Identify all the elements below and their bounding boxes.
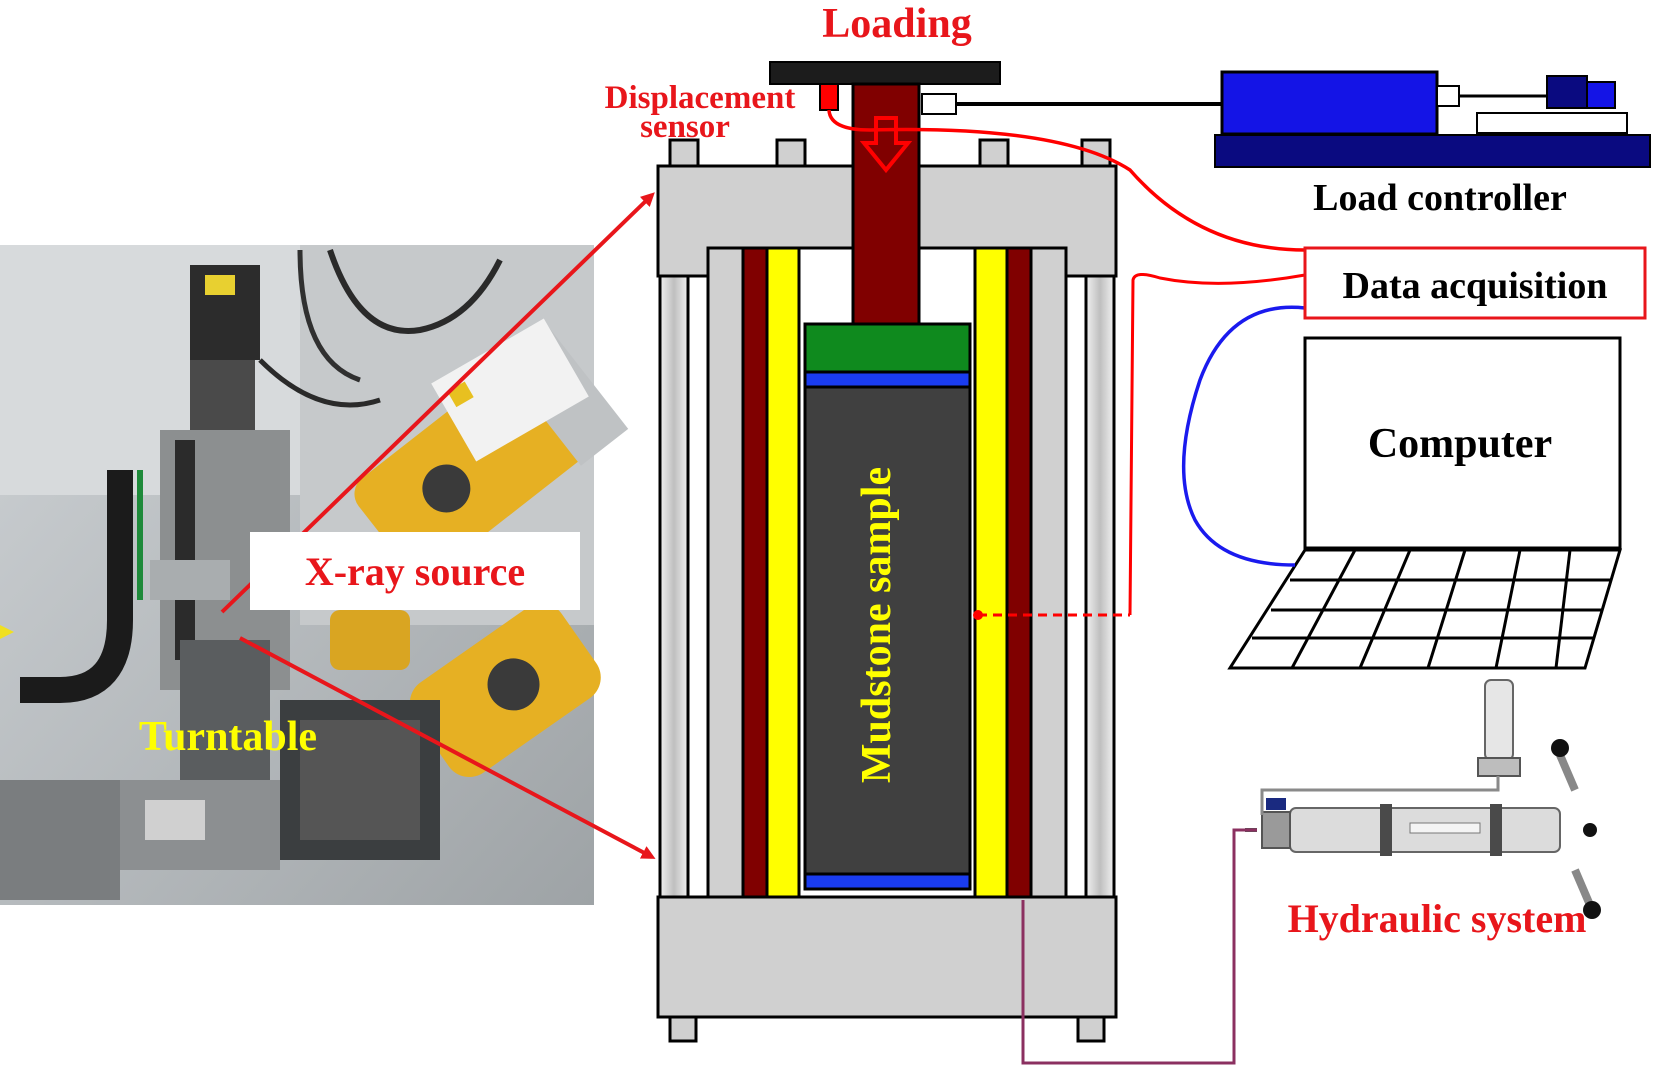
porous-disc-top	[803, 370, 972, 389]
triaxial-cell	[656, 61, 1118, 1043]
hydraulic-system-label: Hydraulic system	[1288, 896, 1587, 941]
tie-rod-right	[1084, 274, 1116, 900]
displacement-sensor-label-line1: Displacement	[605, 80, 796, 116]
internal-sensor-cable	[1128, 273, 1306, 616]
mudstone-sample	[803, 385, 972, 876]
confining-sleeve-right	[973, 246, 1009, 902]
displacement-sensor-body	[819, 83, 839, 111]
bottom-cap	[656, 895, 1118, 1019]
hydraulic-line	[1021, 828, 1257, 1065]
cell-wall-right	[1005, 246, 1033, 902]
loading-label: Loading	[822, 1, 971, 47]
top-platen	[803, 322, 972, 374]
data-acquisition-label: Data acquisition	[1343, 265, 1608, 307]
displacement-sensor-label-line2: sensor	[640, 109, 730, 145]
load-controller-icon	[1214, 70, 1651, 168]
turntable-label: Turntable	[139, 714, 317, 760]
load-direction-arrow	[859, 116, 913, 174]
loading-plate	[769, 61, 1001, 85]
load-controller-label: Load controller	[1313, 177, 1567, 219]
laptop-screen	[1303, 336, 1622, 550]
data-acquisition-box	[1303, 246, 1647, 320]
porous-disc-bottom	[803, 872, 972, 891]
xray-source-label: X-ray source	[305, 549, 525, 594]
data-cable	[1181, 305, 1306, 567]
sensor-cable	[827, 109, 1306, 252]
load-cell-connector	[921, 93, 957, 115]
confining-sleeve-left	[765, 246, 801, 902]
arrow-to-cell-bottom	[239, 636, 656, 859]
tie-rod-left	[658, 274, 690, 900]
computer-label: Computer	[1368, 421, 1552, 467]
xray-label-box	[250, 532, 580, 610]
hydraulic-pump-icon	[1245, 679, 1601, 919]
cell-wall-left	[741, 246, 769, 902]
mudstone-sample-label: Mudstone sample	[854, 467, 900, 783]
xct-scanner-photo	[0, 245, 629, 905]
laptop-icon	[1227, 336, 1623, 670]
